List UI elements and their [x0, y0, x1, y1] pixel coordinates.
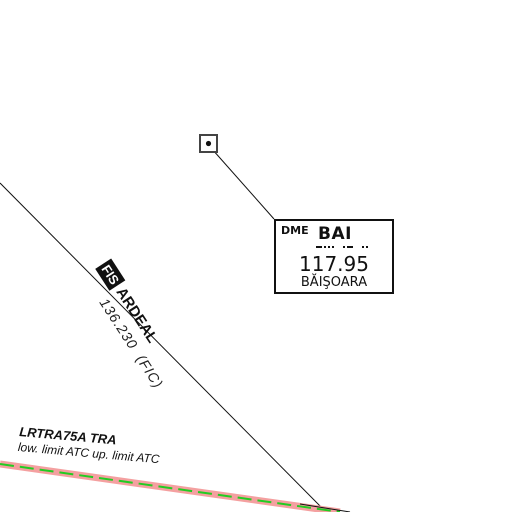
dme-leader-line	[211, 148, 275, 220]
dme-info-box[interactable]: DME BAI 117.95 BĂIŞOARA	[274, 219, 394, 294]
dme-symbol-icon[interactable]	[199, 134, 218, 153]
dme-station-name: BĂIŞOARA	[300, 275, 368, 290]
dme-type-label: DME	[281, 224, 309, 237]
dme-frequency: 117.95	[299, 252, 369, 276]
fis-boundary-line	[0, 182, 327, 512]
tra-boundary	[0, 460, 351, 512]
dme-ident-label: BAI	[318, 224, 352, 244]
morse-code-icon	[316, 245, 368, 248]
